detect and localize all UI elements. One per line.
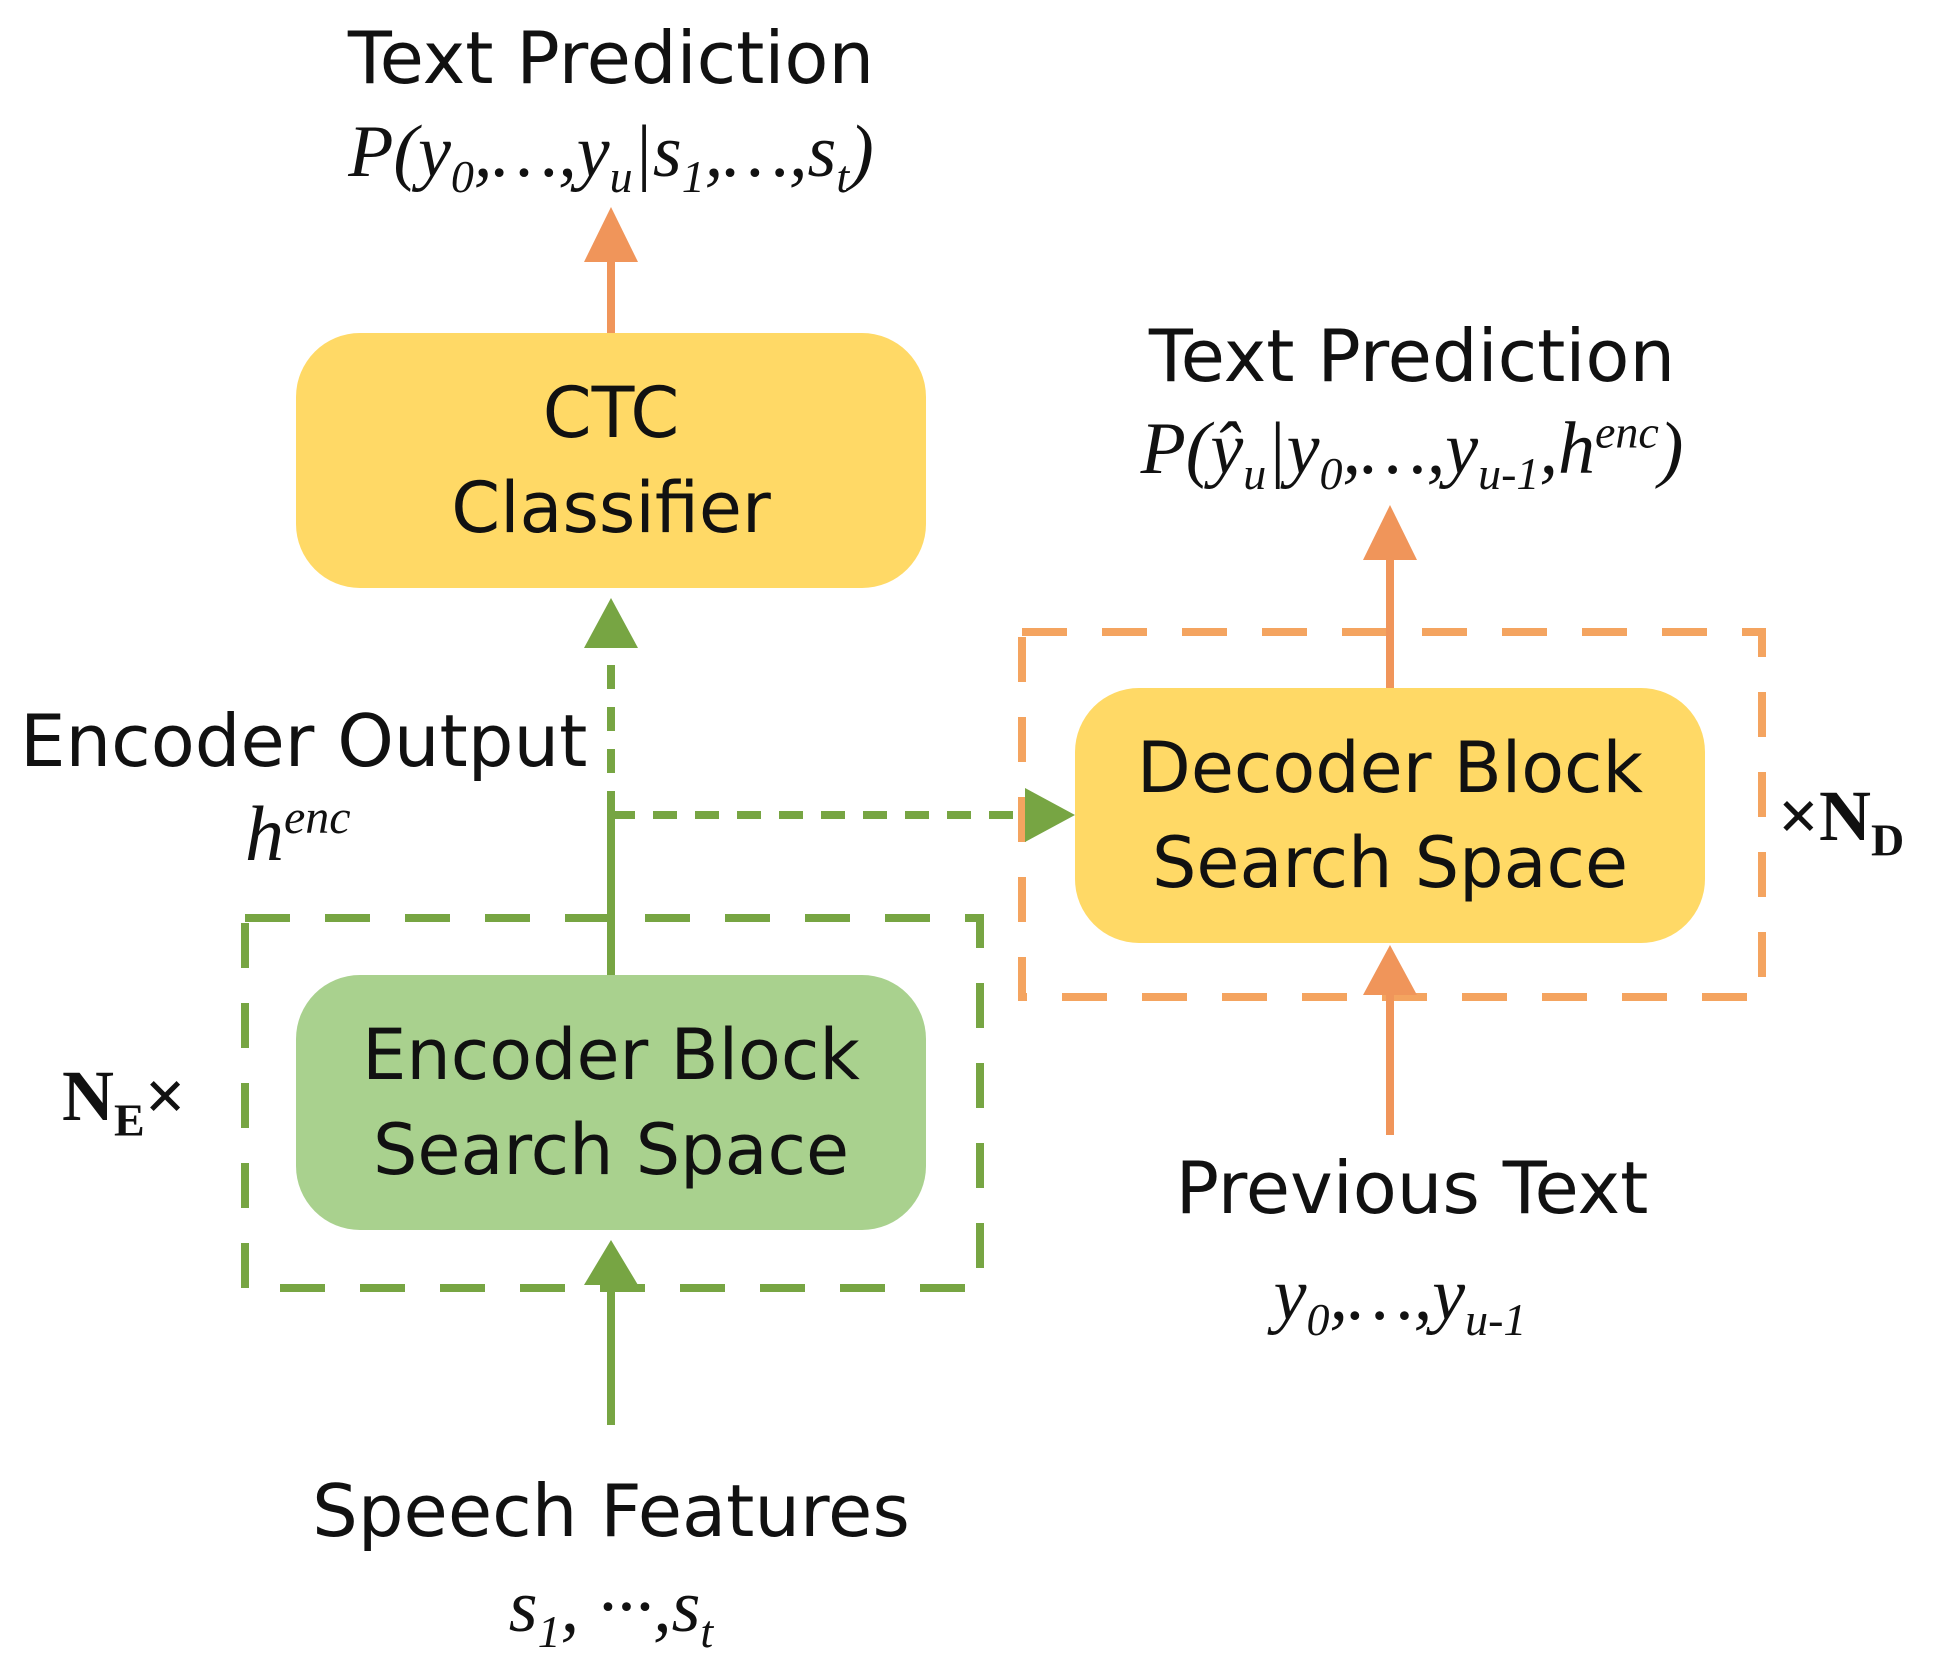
encoder-to-decoder-arrowhead [1025, 788, 1075, 842]
decoder-block-box: Decoder Block Search Space [1075, 688, 1705, 943]
decoder-to-prediction-arrowhead [1363, 505, 1417, 560]
decoder-prediction-title: Text Prediction [1148, 314, 1676, 398]
speech-features-title: Speech Features [312, 1469, 910, 1553]
decoder-repeat-label: ×ND [1778, 776, 1905, 866]
encoder-output-formula: henc [245, 790, 351, 877]
speech-to-encoder-arrowhead [584, 1240, 638, 1285]
encoder-box-line2: Search Space [372, 1108, 850, 1191]
ctc-box-line1: CTC [542, 372, 680, 454]
encoder-to-ctc-arrowhead [584, 598, 638, 648]
decoder-box-line1: Decoder Block [1136, 727, 1644, 809]
encoder-block-box: Encoder Block Search Space [296, 975, 926, 1230]
ctc-prediction-formula: P(y0,…,yu|s1,…,st) [348, 111, 874, 202]
ctc-to-prediction-arrowhead [584, 207, 638, 262]
previous-text-title: Previous Text [1175, 1146, 1649, 1230]
decoder-box-line2: Search Space [1151, 821, 1629, 904]
encoder-repeat-label: NE× [62, 1056, 186, 1146]
ctc-box-line2: Classifier [451, 466, 771, 549]
previous-text-to-decoder-arrowhead [1363, 945, 1417, 995]
previous-text-formula: y0,…,yu-1 [1273, 1254, 1527, 1345]
speech-features-formula: s1, ···,st [508, 1566, 714, 1657]
encoder-output-title: Encoder Output [20, 699, 588, 783]
ctc-classifier-box: CTC Classifier [296, 333, 926, 588]
encoder-box-line1: Encoder Block [362, 1014, 860, 1096]
ctc-prediction-title: Text Prediction [347, 16, 875, 100]
decoder-prediction-formula: P(ŷu|y0,…,yu-1,henc) [1140, 406, 1684, 499]
